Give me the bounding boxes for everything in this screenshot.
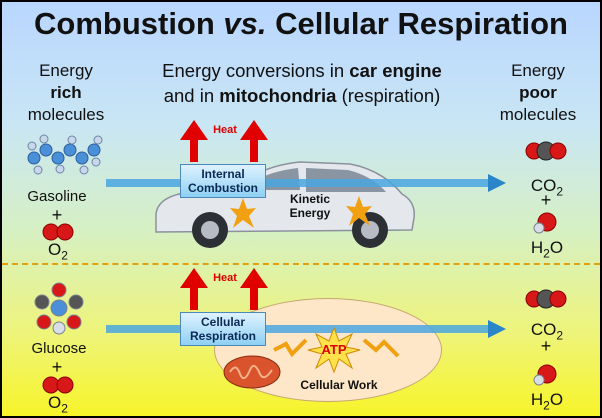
subtitle: Energy conversions in car engine and in … <box>162 60 442 106</box>
bottom-h2o-label: H2O <box>530 390 564 413</box>
bottom-plus: + <box>51 357 63 377</box>
bottom-o2-label: O2 <box>48 393 68 416</box>
gasoline-molecule <box>27 134 103 175</box>
top-o2-label: O2 <box>48 240 68 263</box>
section-divider <box>2 263 600 265</box>
glucose-molecule <box>34 282 84 335</box>
gasoline-label: Gasoline <box>27 188 87 205</box>
diagram-title: Combustion vs. Cellular Respiration <box>34 6 568 41</box>
bottom-co2-label: CO2 <box>530 320 564 343</box>
oxygen-molecule-top <box>42 223 74 241</box>
left-header: Energy rich molecules <box>27 61 105 124</box>
bottom-output-plus: + <box>540 336 552 356</box>
heat-label-top: Heat <box>213 124 237 136</box>
flow-arrow-top <box>106 174 506 192</box>
top-h2o-label: H2O <box>530 238 564 261</box>
right-header: Energy poor molecules <box>499 61 577 124</box>
atp-burst-icon <box>307 326 361 374</box>
atp-label: ATP <box>321 342 347 357</box>
water-molecule-bottom <box>533 364 557 386</box>
cellular-work-label: Cellular Work <box>300 378 378 392</box>
water-molecule-top <box>533 212 557 234</box>
mitochondrion-icon <box>223 355 281 389</box>
top-co2-label: CO2 <box>530 176 564 199</box>
spark-icon <box>346 196 372 226</box>
spark-icon <box>230 198 256 228</box>
heat-label-bottom: Heat <box>213 272 237 284</box>
oxygen-molecule-bottom <box>42 376 74 394</box>
heat-arrows-top <box>180 120 268 162</box>
top-output-plus: + <box>540 190 552 210</box>
glucose-label: Glucose <box>31 340 87 357</box>
top-plus: + <box>51 205 63 225</box>
energy-arrows-icon <box>273 338 400 358</box>
co2-molecule-bottom <box>525 289 567 309</box>
co2-molecule-top <box>525 141 567 161</box>
heat-arrows-bottom <box>180 268 268 310</box>
flow-arrow-bottom <box>106 320 506 338</box>
